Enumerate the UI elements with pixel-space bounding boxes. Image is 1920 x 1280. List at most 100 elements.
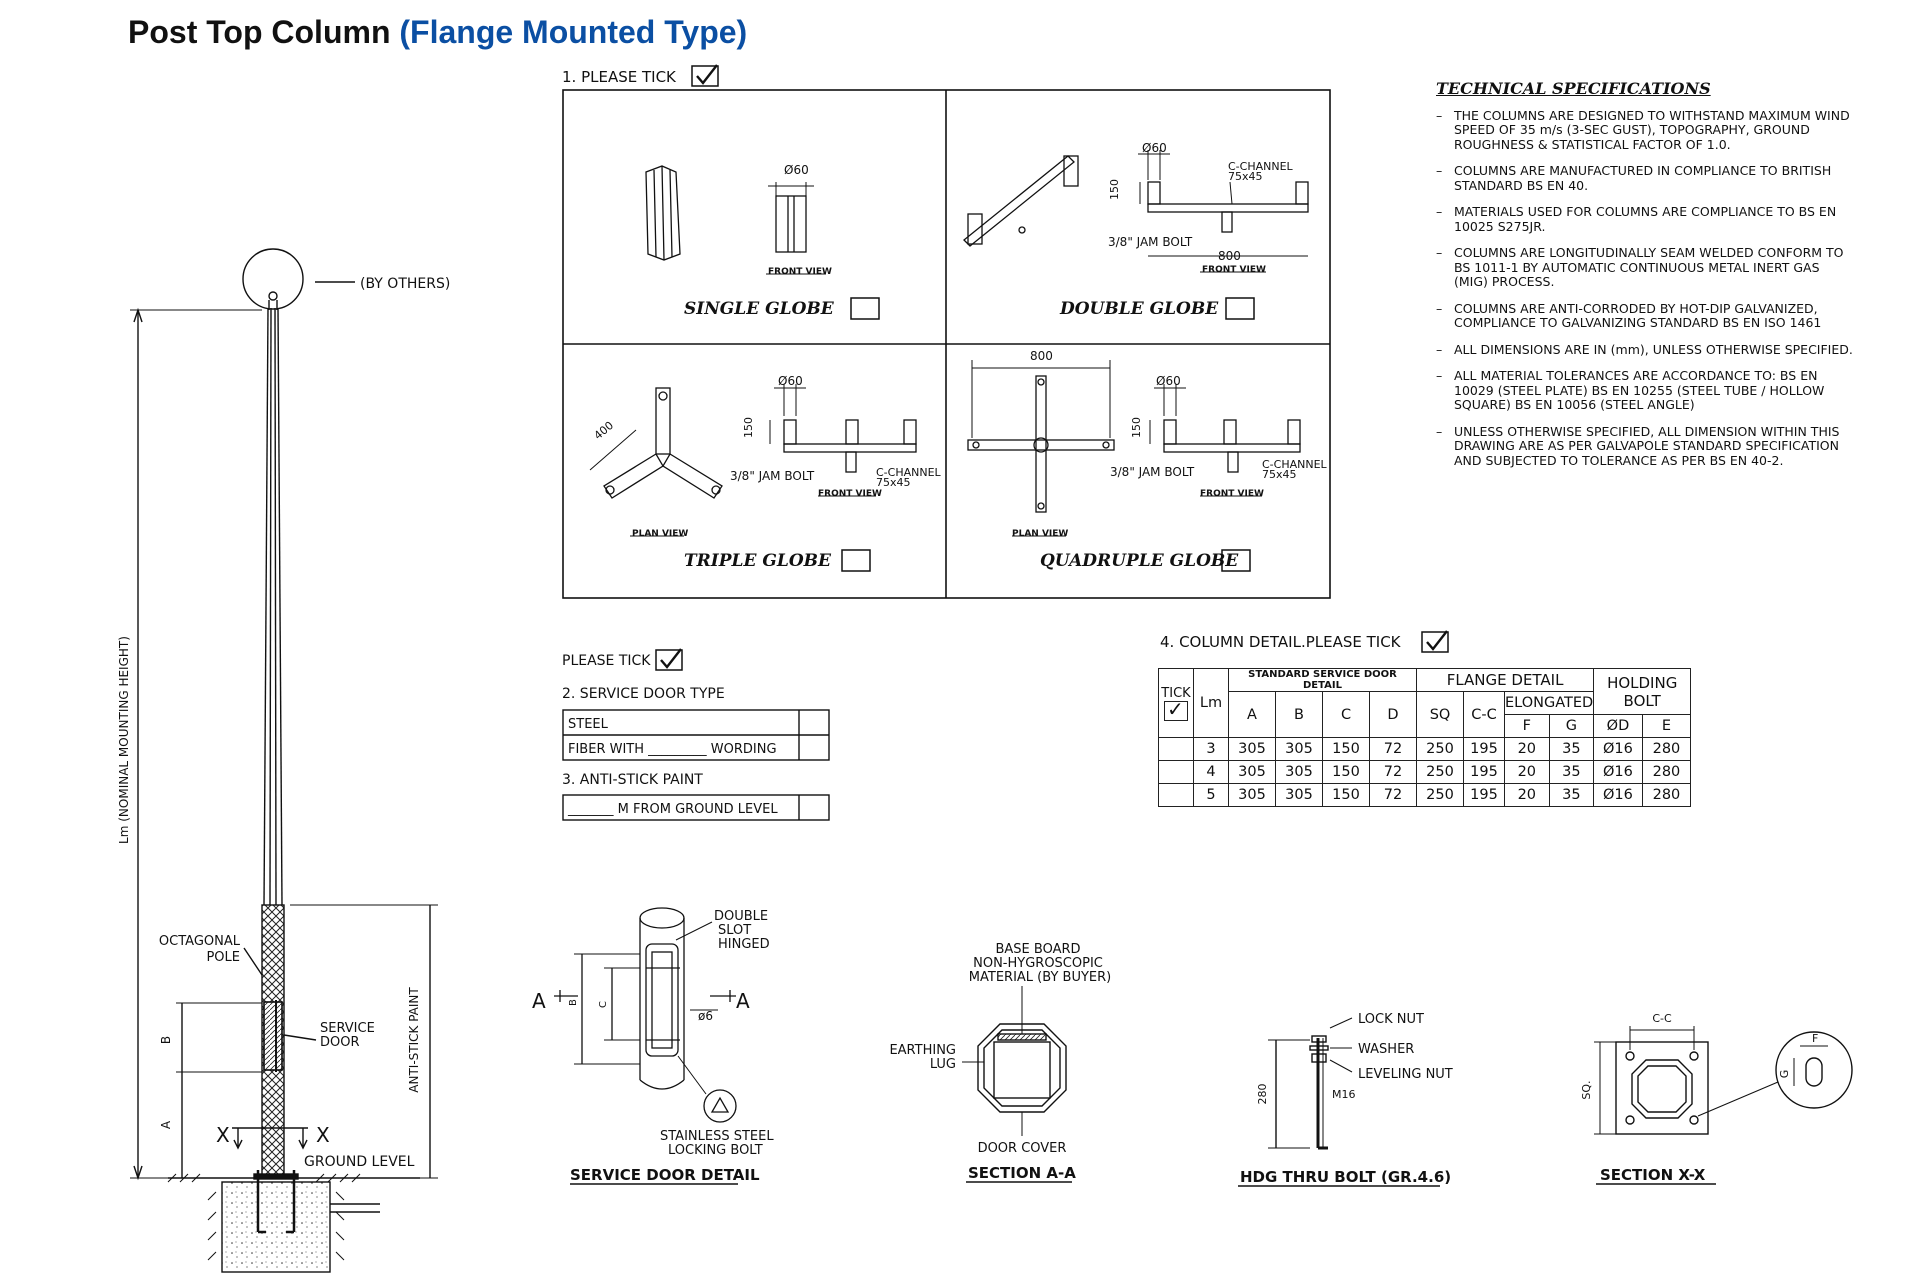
door-cover: DOOR COVER: [978, 1141, 1067, 1156]
cell: 20: [1504, 760, 1550, 784]
octagonal-label-2: POLE: [206, 950, 240, 965]
quad-channel-2: 75x45: [1262, 468, 1297, 481]
spec-item: –UNLESS OTHERWISE SPECIFIED, ALL DIMENSI…: [1436, 423, 1856, 469]
spec-item: –COLUMNS ARE MANUFACTURED IN COMPLIANCE …: [1436, 163, 1856, 193]
double-channel-2: 75x45: [1228, 170, 1263, 183]
triple-view-label: FRONT VIEW: [818, 489, 882, 499]
row-tick-cell[interactable]: [1158, 737, 1194, 761]
double-view-label: FRONT VIEW: [1202, 265, 1266, 275]
foundation: [221, 1181, 331, 1273]
spec-title: TECHNICAL SPECIFICATIONS: [1436, 79, 1711, 98]
single-view-label: FRONT VIEW: [768, 267, 832, 277]
board-1: BASE BOARD: [995, 942, 1080, 957]
section-aa-drawing: [962, 986, 1072, 1183]
quadruple-globe-checkbox[interactable]: [1221, 549, 1251, 572]
quadruple-globe-label: QUADRUPLE GLOBE: [1040, 551, 1239, 571]
section-xx-drawing: [1594, 1026, 1853, 1185]
spec-text: THE COLUMNS ARE DESIGNED TO WITHSTAND MA…: [1454, 107, 1850, 152]
quad-height: 150: [1130, 417, 1143, 438]
double-height: 150: [1108, 179, 1121, 200]
bolt-length: 280: [1256, 1084, 1269, 1105]
flange-header: FLANGE DETAIL: [1415, 668, 1595, 692]
lock-nut: LOCK NUT: [1358, 1012, 1424, 1027]
title-main: Post Top Column: [128, 14, 391, 50]
service-door-label-2: DOOR: [320, 1035, 360, 1050]
cell: 35: [1548, 783, 1595, 807]
cell: 305: [1228, 783, 1276, 807]
cell: Ø16: [1593, 760, 1643, 784]
col-e-header: E: [1641, 714, 1692, 738]
double-channel-1: C-CHANNEL: [1228, 160, 1294, 173]
quad-length: 800: [1030, 349, 1053, 363]
dim-a-label: A: [159, 1120, 173, 1129]
spec-text: COLUMNS ARE LONGITUDINALLY SEAM WELDED C…: [1454, 245, 1844, 289]
cell: 20: [1504, 783, 1550, 807]
cell: 35: [1548, 760, 1595, 784]
quad-plan-label: PLAN VIEW: [1012, 529, 1068, 539]
spec-item: –ALL MATERIAL TOLERANCES ARE ACCORDANCE …: [1436, 368, 1856, 413]
door-steel-checkbox[interactable]: [800, 711, 828, 734]
row-tick-cell[interactable]: [1158, 760, 1194, 784]
triple-globe-checkbox[interactable]: [841, 549, 871, 572]
spec-item: –THE COLUMNS ARE DESIGNED TO WITHSTAND M…: [1436, 107, 1856, 153]
spec-text: ALL MATERIAL TOLERANCES ARE ACCORDANCE T…: [1454, 368, 1825, 412]
height-label: Lm (NOMINAL MOUNTING HEIGHT): [117, 636, 131, 844]
please-tick-box[interactable]: [655, 648, 683, 671]
quad-channel-1: C-CHANNEL: [1262, 458, 1328, 471]
xx-cc: C-C: [1652, 1012, 1672, 1025]
door-option-fiber: FIBER WITH _________ WORDING: [568, 742, 777, 757]
tick-header: TICK: [1158, 668, 1194, 738]
cell: 150: [1322, 737, 1370, 761]
col-sq-header: SQ: [1416, 691, 1464, 738]
triple-bolt: 3/8" JAM BOLT: [730, 469, 815, 483]
single-globe-checkbox[interactable]: [850, 297, 880, 320]
cell: 280: [1641, 783, 1692, 807]
row-tick-cell[interactable]: [1158, 783, 1194, 807]
anti-stick-option: _______ M FROM GROUND LEVEL: [567, 802, 778, 817]
tick-header-box: [1164, 697, 1188, 721]
cell: 305: [1275, 783, 1323, 807]
table-row: 4 305 305 150 72 250 195 20 35 Ø16 280: [1158, 760, 1692, 784]
double-length: 800: [1218, 249, 1241, 263]
col-c-header: C: [1322, 691, 1370, 738]
cell: Ø16: [1593, 783, 1643, 807]
std-door-header: STANDARD SERVICE DOOR DETAIL: [1228, 668, 1417, 692]
door-hole: ø6: [698, 1009, 713, 1023]
cell: 305: [1275, 737, 1323, 761]
col-cc-header: C-C: [1463, 691, 1505, 738]
please-tick-label: PLEASE TICK: [562, 653, 651, 669]
door-dim-b: B: [568, 999, 579, 1006]
triple-dia: Ø60: [778, 374, 803, 388]
double-globe-checkbox[interactable]: [1225, 297, 1255, 320]
section-a-left: A: [532, 989, 546, 1013]
cell: 35: [1548, 737, 1595, 761]
spec-text: UNLESS OTHERWISE SPECIFIED, ALL DIMENSIO…: [1454, 423, 1840, 468]
column-detail-tickbox[interactable]: [1421, 630, 1449, 653]
cell: 305: [1228, 760, 1276, 784]
ground-level-label: GROUND LEVEL: [304, 1154, 415, 1170]
spec-text: COLUMNS ARE ANTI-CORRODED BY HOT-DIP GAL…: [1454, 300, 1822, 330]
quad-dia: Ø60: [1156, 374, 1181, 388]
globe-heading-tickbox[interactable]: [691, 64, 719, 87]
section-xx-caption: SECTION X-X: [1600, 1166, 1706, 1184]
octagonal-label-1: OCTAGONAL: [159, 934, 241, 949]
quadruple-globe-drawing: [967, 360, 1301, 537]
spec-text: MATERIALS USED FOR COLUMNS ARE COMPLIANC…: [1454, 204, 1837, 234]
by-others-label: (BY OTHERS): [360, 276, 450, 292]
door-fiber-checkbox[interactable]: [800, 736, 828, 759]
washer: WASHER: [1358, 1042, 1414, 1057]
globe-options-grid: [562, 89, 1331, 599]
anti-stick-checkbox[interactable]: [800, 796, 828, 819]
lug-2: LUG: [930, 1057, 956, 1072]
bolt-caption: HDG THRU BOLT (GR.4.6): [1240, 1168, 1451, 1186]
col-d-header: D: [1369, 691, 1417, 738]
service-door-label-1: SERVICE: [320, 1021, 375, 1036]
quad-view-label: FRONT VIEW: [1200, 489, 1264, 499]
door-bolt-2: LOCKING BOLT: [668, 1143, 763, 1158]
xx-g: G: [1778, 1070, 1791, 1079]
service-door-caption: SERVICE DOOR DETAIL: [570, 1166, 760, 1184]
section-a-right: A: [736, 989, 750, 1013]
cell: 195: [1463, 783, 1505, 807]
door-hinge-2: SLOT: [718, 923, 751, 938]
service-door-table: [562, 709, 830, 761]
